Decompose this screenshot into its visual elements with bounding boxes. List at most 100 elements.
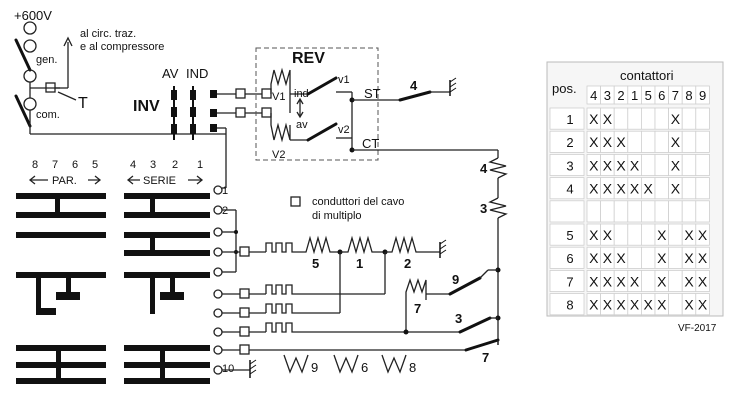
table-pos-label: 6 bbox=[566, 251, 573, 266]
table-cell bbox=[613, 223, 629, 246]
contactor-7a-label: 7 bbox=[414, 301, 421, 316]
table-cell bbox=[681, 107, 697, 130]
st-label: ST bbox=[364, 86, 381, 101]
table-pos-label: 3 bbox=[566, 158, 573, 173]
svg-text:5: 5 bbox=[92, 159, 98, 171]
table-mark: X bbox=[630, 297, 640, 313]
table-cell bbox=[695, 269, 710, 292]
table-mark: X bbox=[589, 157, 599, 173]
w9-label: 9 bbox=[311, 360, 318, 375]
table-mark: X bbox=[603, 111, 613, 127]
contactor-4b-label: 4 bbox=[480, 161, 488, 176]
table-cell bbox=[641, 200, 656, 223]
v2b-label: v2 bbox=[338, 124, 350, 136]
table-mark: X bbox=[671, 157, 681, 173]
table-mark: X bbox=[603, 250, 613, 266]
table-cell bbox=[627, 130, 642, 153]
table-mark: X bbox=[698, 250, 708, 266]
w8-label: 8 bbox=[409, 360, 416, 375]
ct-label: CT bbox=[362, 136, 379, 151]
reverser: REV V1 V2 ind av v1 v2 ST CT bbox=[255, 47, 498, 161]
inv-label: INV bbox=[133, 98, 160, 115]
svg-text:6: 6 bbox=[72, 159, 78, 171]
table-pos-cell bbox=[549, 246, 585, 269]
table-cell bbox=[627, 246, 642, 269]
table-col-label: 3 bbox=[604, 88, 611, 103]
table-mark: X bbox=[630, 181, 640, 197]
table-pos-label: 2 bbox=[566, 135, 573, 150]
contactor-1-label: 1 bbox=[356, 256, 363, 271]
pos-header: pos. bbox=[552, 81, 577, 96]
table-col-label: 2 bbox=[617, 88, 624, 103]
table-mark: X bbox=[698, 227, 708, 243]
table-pos-label: 7 bbox=[566, 274, 573, 289]
field-coil-v1 bbox=[270, 67, 291, 94]
table-cell bbox=[641, 107, 656, 130]
table-pos-cell bbox=[549, 177, 585, 200]
table-cell bbox=[695, 130, 710, 153]
table-mark: X bbox=[603, 273, 613, 289]
table-pos-label: 4 bbox=[566, 182, 573, 197]
table-cell bbox=[695, 223, 710, 246]
table-cell bbox=[654, 153, 670, 176]
gen-label: gen. bbox=[36, 54, 57, 66]
field-coil-v2 bbox=[270, 113, 291, 143]
table-mark: X bbox=[616, 250, 626, 266]
credit: VF-2017 bbox=[678, 323, 717, 334]
svg-text:7: 7 bbox=[52, 159, 58, 171]
rev-label: REV bbox=[292, 50, 325, 67]
table-col-header bbox=[695, 85, 710, 105]
table-mark: X bbox=[616, 134, 626, 150]
table-col-label: 1 bbox=[631, 88, 638, 103]
table-cell bbox=[627, 107, 642, 130]
av-label: AV bbox=[162, 66, 179, 81]
table-cell bbox=[695, 177, 710, 200]
table-mark: X bbox=[589, 111, 599, 127]
table-mark: X bbox=[684, 227, 694, 243]
contactor-3a-label: 3 bbox=[480, 201, 487, 216]
w6-label: 6 bbox=[361, 360, 368, 375]
v1b-label: v1 bbox=[338, 74, 350, 86]
table-cell bbox=[641, 153, 656, 176]
table-pos-cell bbox=[549, 223, 585, 246]
table-col-label: 4 bbox=[590, 88, 597, 103]
table-cell bbox=[668, 293, 683, 316]
serie-label: SERIE bbox=[143, 175, 176, 187]
inverter: AV IND INV bbox=[133, 66, 272, 140]
table-cell bbox=[654, 130, 670, 153]
table-cell bbox=[654, 177, 670, 200]
legend-line-2: di multiplo bbox=[312, 210, 362, 222]
table-mark: X bbox=[616, 273, 626, 289]
finger-1-label: 1 bbox=[222, 185, 228, 197]
gen-terminal-top bbox=[23, 39, 37, 53]
right-chain: 4 3 bbox=[480, 150, 508, 345]
table-cell bbox=[641, 130, 656, 153]
finger-2-label: 2 bbox=[222, 205, 228, 217]
av-small-label: av bbox=[296, 119, 308, 131]
contactor-4a-label: 4 bbox=[410, 78, 418, 93]
table-col-label: 7 bbox=[672, 88, 679, 103]
gen-terminal-bottom bbox=[23, 69, 37, 83]
contactor-3b-label: 3 bbox=[455, 311, 462, 326]
table-cell bbox=[695, 153, 710, 176]
table-cell bbox=[613, 107, 629, 130]
table-mark: X bbox=[684, 273, 694, 289]
table-mark: X bbox=[657, 227, 667, 243]
table-cell bbox=[627, 223, 642, 246]
table-mark: X bbox=[630, 273, 640, 289]
table-pos-cell bbox=[549, 107, 585, 130]
svg-text:4: 4 bbox=[130, 159, 136, 171]
table-mark: X bbox=[671, 181, 681, 197]
table-cell bbox=[654, 200, 670, 223]
table-cell bbox=[681, 153, 697, 176]
table-mark: X bbox=[603, 297, 613, 313]
table-cell bbox=[586, 200, 602, 223]
table-mark: X bbox=[603, 227, 613, 243]
v2-label: V2 bbox=[272, 149, 285, 161]
table-mark: X bbox=[657, 273, 667, 289]
table-pos-cell bbox=[549, 130, 585, 153]
table-cell bbox=[695, 200, 710, 223]
resistor-network: 5 1 2 3 7 bbox=[222, 235, 500, 378]
com-terminal-top bbox=[23, 97, 37, 111]
